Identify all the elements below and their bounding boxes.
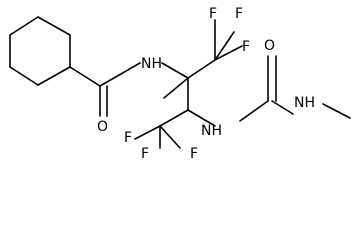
structure-diagram: NH O F F F NH O NH F F F <box>9 6 351 162</box>
atom-f-top-3: F <box>242 39 250 55</box>
atom-f-top-1: F <box>209 6 217 22</box>
atom-nh-urea: NH <box>201 123 222 139</box>
atom-o-amide: O <box>97 119 108 135</box>
atom-o-urea: O <box>264 38 275 54</box>
atom-nh-amide: NH <box>141 56 162 72</box>
backbone-bonds <box>159 59 216 127</box>
atom-f-bottom-2: F <box>141 146 149 162</box>
cyclohexane-ring <box>9 16 71 86</box>
bottom-cf3-bonds <box>134 125 181 149</box>
urea-bonds <box>239 55 351 122</box>
atom-f-bottom-1: F <box>124 130 132 146</box>
atom-f-bottom-3: F <box>190 146 198 162</box>
amide-bonds <box>69 62 189 117</box>
top-cf3-bonds <box>214 19 243 61</box>
atom-nh-methyl: NH <box>294 95 315 111</box>
atom-f-top-2: F <box>235 6 243 22</box>
